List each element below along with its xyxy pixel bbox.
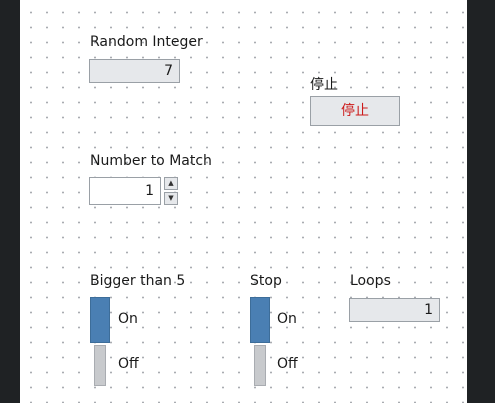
- stop-button-caption: 停止: [310, 77, 338, 93]
- stop-switch-label: Stop: [250, 273, 282, 289]
- stop-switch-on-label: On: [277, 311, 297, 327]
- stop-switch-track[interactable]: [254, 345, 266, 386]
- increment-arrow-icon[interactable]: ▲: [164, 177, 178, 190]
- scrollbar[interactable]: [467, 0, 495, 403]
- stop-switch[interactable]: [250, 297, 270, 343]
- bigger-than-5-off-label: Off: [118, 356, 139, 372]
- bigger-than-5-switch-track[interactable]: [94, 345, 106, 386]
- bigger-than-5-on-label: On: [118, 311, 138, 327]
- loops-label: Loops: [350, 273, 391, 289]
- random-integer-indicator: 7: [89, 59, 180, 83]
- number-to-match-input[interactable]: 1: [89, 177, 161, 205]
- stop-switch-off-label: Off: [277, 356, 298, 372]
- random-integer-label: Random Integer: [90, 34, 203, 50]
- bigger-than-5-label: Bigger than 5: [90, 273, 186, 289]
- front-panel: [20, 0, 467, 403]
- bigger-than-5-switch[interactable]: [90, 297, 110, 343]
- decrement-arrow-icon[interactable]: ▼: [164, 192, 178, 205]
- stop-button[interactable]: 停止: [310, 96, 400, 126]
- number-to-match-label: Number to Match: [90, 153, 212, 169]
- loops-indicator: 1: [349, 298, 440, 322]
